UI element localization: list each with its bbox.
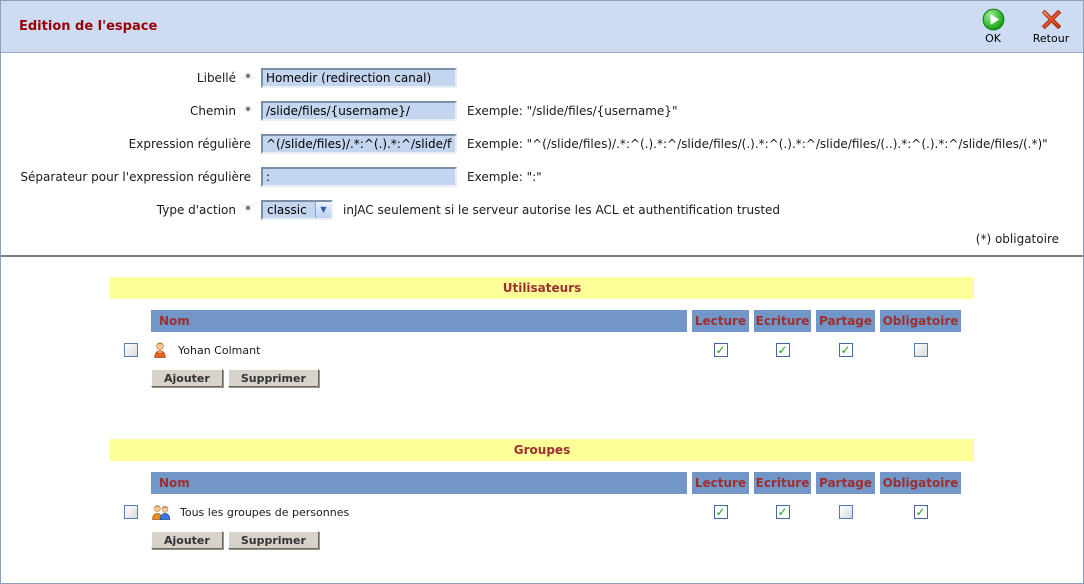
utilisateurs-table: Nom Lecture Ecriture Partage Obligatoire [120, 310, 964, 387]
libelle-label-text: Libellé [196, 70, 236, 85]
ok-button[interactable]: OK [971, 8, 1015, 45]
expression-reguliere-input[interactable] [261, 133, 457, 154]
column-header-obligatoire: Obligatoire [880, 472, 961, 494]
group-name: Tous les groupes de personnes [180, 505, 350, 519]
groupes-table: Nom Lecture Ecriture Partage Obligatoire [120, 472, 964, 549]
libelle-input[interactable] [261, 67, 457, 88]
type-action-label: Type d'action * [1, 203, 251, 217]
section-utilisateurs: Utilisateurs Nom Lecture Ecriture Partag… [110, 277, 974, 387]
chemin-label-text: Chemin [190, 103, 236, 118]
group-name-cell: Tous les groupes de personnes [151, 503, 687, 521]
form-row-type-action: Type d'action * classic ▼ inJAC seulemen… [1, 193, 1083, 226]
user-name: Yohan Colmant [178, 343, 261, 357]
select-column-header [120, 472, 146, 494]
column-header-lecture: Lecture [692, 472, 749, 494]
utilisateurs-banner: Utilisateurs [110, 277, 974, 299]
topbar-actions: OK Retour [971, 8, 1073, 45]
required-asterisk: * [245, 202, 251, 217]
select-column-header [120, 310, 146, 332]
expression-label: Expression régulière [1, 137, 251, 151]
user-icon [151, 341, 169, 359]
chemin-example: Exemple: "/slide/files/{username}" [467, 103, 678, 118]
groupes-buttons: Ajouter Supprimer [120, 531, 964, 549]
ok-play-icon [982, 8, 1005, 31]
utilisateurs-buttons: Ajouter Supprimer [120, 369, 964, 387]
table-row: Tous les groupes de personnes ✓ ✓ ✓ [120, 503, 964, 521]
topbar: Edition de l'espace OK [1, 1, 1083, 53]
supprimer-button[interactable]: Supprimer [227, 531, 319, 549]
column-header-nom: Nom [151, 472, 687, 494]
form-row-expression: Expression régulière Exemple: "^(/slide/… [1, 127, 1083, 160]
section-divider [1, 255, 1083, 257]
user-name-cell: Yohan Colmant [151, 341, 687, 359]
form-row-libelle: Libellé * [1, 61, 1083, 94]
groupes-banner: Groupes [110, 439, 974, 461]
type-action-selected-value: classic [267, 202, 307, 217]
required-asterisk: * [245, 70, 251, 85]
column-header-partage: Partage [816, 472, 875, 494]
type-action-select[interactable]: classic ▼ [261, 199, 333, 220]
column-header-ecriture: Ecriture [754, 472, 811, 494]
retour-button[interactable]: Retour [1029, 8, 1073, 45]
group-icon [151, 503, 171, 521]
lecture-checkbox[interactable]: ✓ [713, 505, 728, 519]
form-row-chemin: Chemin * Exemple: "/slide/files/{usernam… [1, 94, 1083, 127]
partage-checkbox[interactable]: ✓ [838, 343, 853, 357]
expression-example: Exemple: "^(/slide/files)/.*:^(.).*:^/sl… [467, 136, 1048, 151]
chevron-down-icon: ▼ [315, 201, 331, 218]
ajouter-button[interactable]: Ajouter [151, 531, 223, 549]
acl-tables: Utilisateurs Nom Lecture Ecriture Partag… [1, 257, 1083, 549]
separateur-example: Exemple: ":" [467, 169, 542, 184]
table-row: Yohan Colmant ✓ ✓ ✓ [120, 341, 964, 359]
chemin-label: Chemin * [1, 104, 251, 118]
obligatoire-checkbox[interactable]: ✓ [913, 505, 928, 519]
ajouter-button[interactable]: Ajouter [151, 369, 223, 387]
retour-x-icon [1040, 8, 1063, 31]
type-action-label-text: Type d'action [156, 202, 236, 217]
form-row-separateur: Séparateur pour l'expression régulière E… [1, 160, 1083, 193]
supprimer-button[interactable]: Supprimer [227, 369, 319, 387]
type-action-note: inJAC seulement si le serveur autorise l… [343, 202, 781, 217]
ok-button-label: OK [985, 32, 1001, 45]
libelle-label: Libellé * [1, 71, 251, 85]
column-header-nom: Nom [151, 310, 687, 332]
groupes-header-row: Nom Lecture Ecriture Partage Obligatoire [120, 472, 964, 494]
chemin-input[interactable] [261, 100, 457, 121]
separateur-input[interactable] [261, 166, 457, 187]
ecriture-checkbox[interactable]: ✓ [775, 505, 790, 519]
partage-checkbox[interactable] [838, 505, 853, 519]
required-footnote: (*) obligatoire [975, 232, 1059, 246]
section-groupes: Groupes Nom Lecture Ecriture Partage Obl… [110, 439, 974, 549]
lecture-checkbox[interactable]: ✓ [713, 343, 728, 357]
row-select-checkbox[interactable] [124, 505, 138, 519]
utilisateurs-header-row: Nom Lecture Ecriture Partage Obligatoire [120, 310, 964, 332]
separateur-label: Séparateur pour l'expression régulière [1, 170, 251, 184]
column-header-partage: Partage [816, 310, 875, 332]
column-header-obligatoire: Obligatoire [880, 310, 961, 332]
obligatoire-checkbox[interactable] [913, 343, 928, 357]
page-title: Edition de l'espace [19, 19, 158, 34]
column-header-ecriture: Ecriture [754, 310, 811, 332]
expression-label-text: Expression régulière [128, 136, 251, 151]
retour-button-label: Retour [1032, 32, 1070, 45]
space-edit-form: Libellé * Chemin * Exemple: "/slide/file… [1, 53, 1083, 246]
column-header-lecture: Lecture [692, 310, 749, 332]
separateur-label-text: Séparateur pour l'expression régulière [20, 169, 251, 184]
ecriture-checkbox[interactable]: ✓ [775, 343, 790, 357]
required-asterisk: * [245, 103, 251, 118]
row-select-checkbox[interactable] [124, 343, 138, 357]
